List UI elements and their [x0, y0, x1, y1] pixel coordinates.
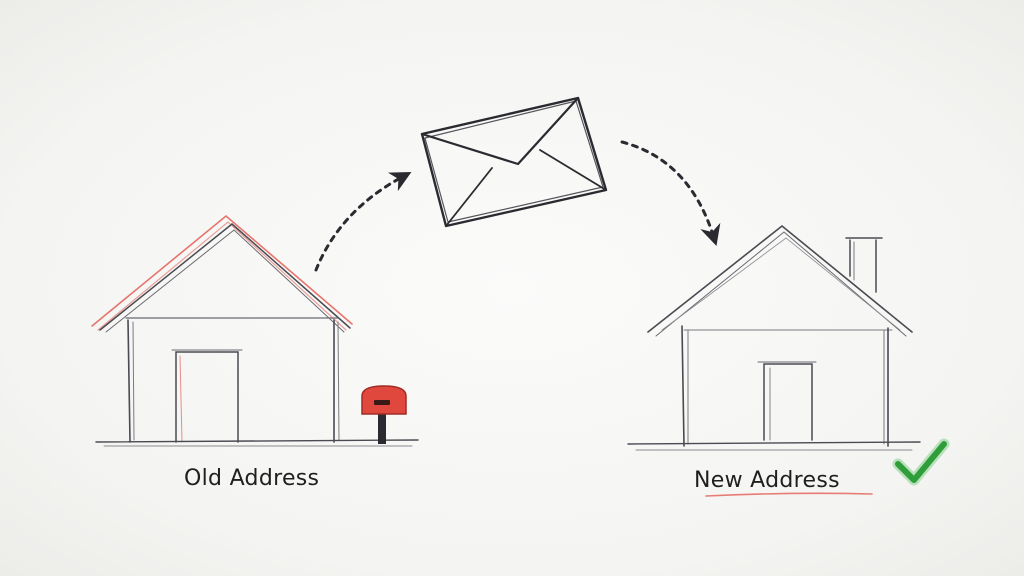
- envelope-icon: [420, 96, 608, 228]
- new-address-underline: [705, 492, 873, 497]
- check-icon: [892, 438, 950, 486]
- new-house: [627, 224, 921, 451]
- new-address-label: New Address: [694, 468, 840, 493]
- arrow-to-new-house: [620, 140, 721, 247]
- old-address-label: Old Address: [184, 466, 320, 491]
- mailbox-icon: [361, 385, 407, 444]
- old-house: [91, 214, 419, 447]
- arrow-to-envelope: [314, 172, 412, 272]
